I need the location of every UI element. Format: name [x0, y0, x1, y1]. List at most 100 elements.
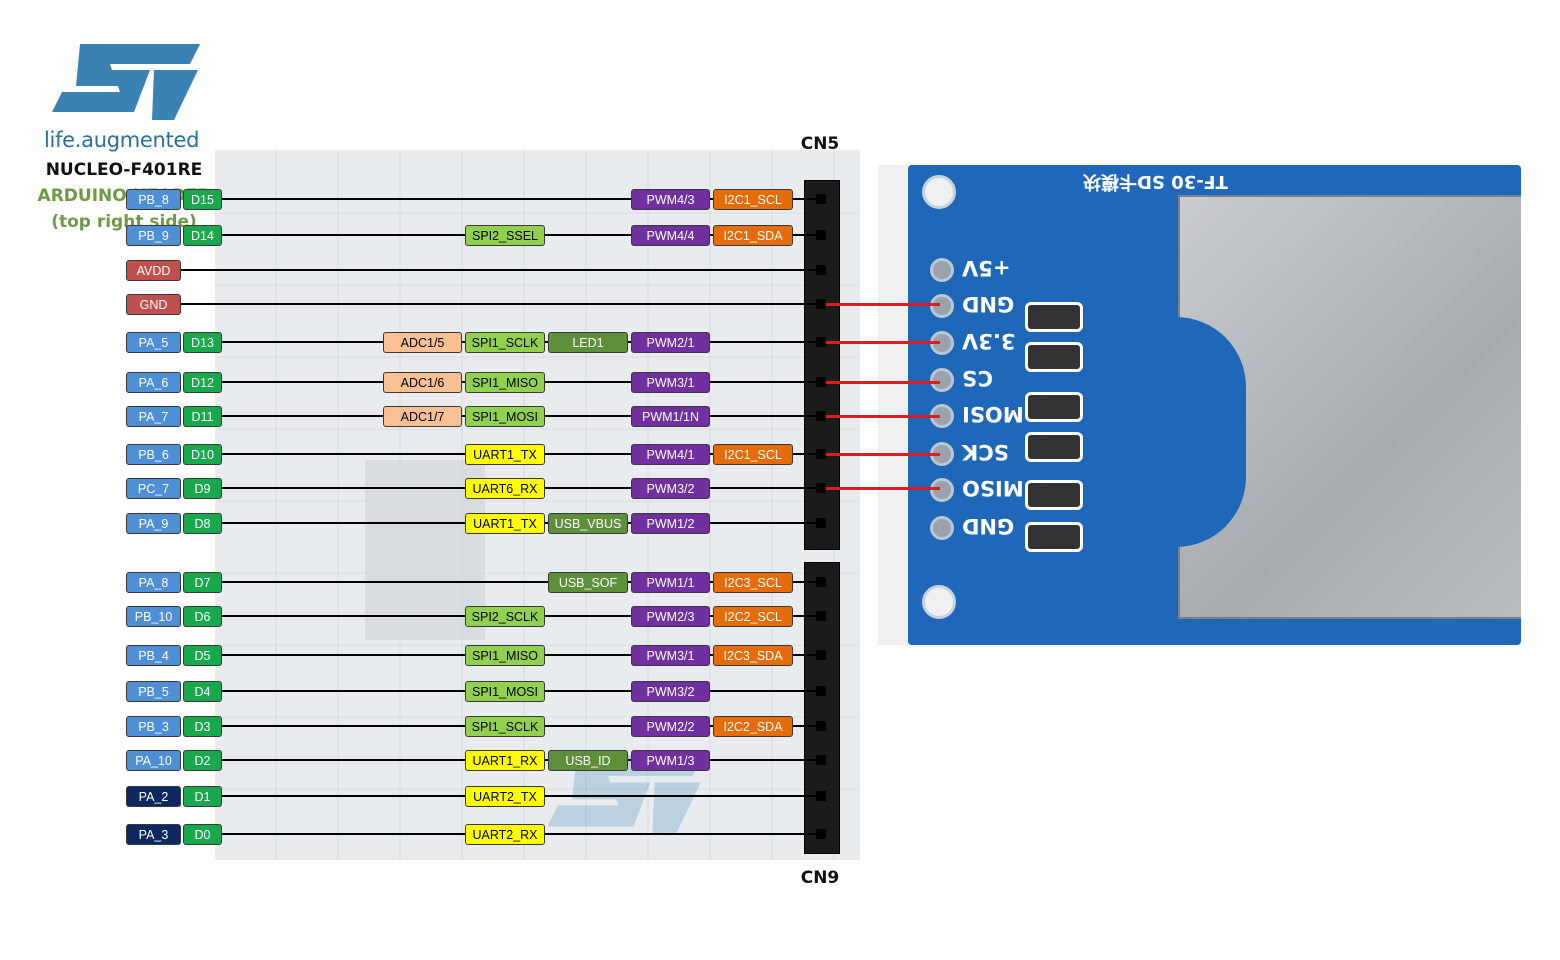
sd-connection-wire [822, 341, 940, 344]
port-label: PB_4 [126, 645, 181, 666]
header-pin [816, 791, 826, 801]
spi-label: SPI1_SCLK [465, 716, 545, 737]
sd-pin-label: CS [962, 366, 993, 390]
pwm-label: PWM1/3 [631, 750, 710, 771]
spi-label: SPI1_MOSI [465, 681, 545, 702]
sd-pin-label: MOSI [962, 402, 1024, 426]
power-label: AVDD [126, 260, 181, 281]
port-label: PA_7 [126, 406, 181, 427]
pwm-label: PWM3/1 [631, 645, 710, 666]
sd-pin-label: +5V [962, 256, 1011, 280]
header-pin [816, 518, 826, 528]
pwm-label: PWM2/2 [631, 716, 710, 737]
logo-tagline: life.augmented [44, 128, 200, 152]
connector-cn9-label: CN9 [800, 868, 840, 888]
board-title: NUCLEO-F401RE [45, 160, 203, 180]
mount-hole [922, 175, 956, 209]
uart-label: UART2_RX [465, 824, 545, 845]
pwm-label: PWM1/1N [631, 406, 710, 427]
uart-label: UART1_TX [465, 444, 545, 465]
extra-label: USB_ID [548, 750, 628, 771]
port-label: PA_6 [126, 372, 181, 393]
header-pin [816, 755, 826, 765]
sd-resistor [1025, 480, 1083, 510]
sd-connection-wire [822, 487, 940, 490]
arduino-label: D13 [183, 332, 222, 353]
pin-wire [181, 303, 822, 305]
port-label: PB_5 [126, 681, 181, 702]
sd-connection-wire [822, 381, 940, 384]
slot-cutout [1176, 317, 1246, 547]
pwm-label: PWM4/3 [631, 189, 710, 210]
sd-pin-label: 3.3V [962, 329, 1016, 353]
pin-wire [222, 198, 822, 200]
i2c-label: I2C1_SCL [713, 189, 793, 210]
spi-label: SPI1_MOSI [465, 406, 545, 427]
uart-label: UART1_RX [465, 750, 545, 771]
sd-module-photo: TF-30 SD卡模块 [878, 165, 1521, 645]
pwm-label: PWM4/4 [631, 225, 710, 246]
header-pin [816, 299, 826, 309]
sd-resistor [1025, 342, 1083, 372]
extra-label: LED1 [548, 332, 628, 353]
i2c-label: I2C2_SCL [713, 606, 793, 627]
port-label: PB_9 [126, 225, 181, 246]
extra-label: USB_VBUS [548, 513, 628, 534]
arduino-label: D2 [183, 750, 222, 771]
port-label: PB_6 [126, 444, 181, 465]
arduino-label: D10 [183, 444, 222, 465]
connector-cn5-label: CN5 [800, 134, 840, 154]
pwm-label: PWM3/2 [631, 681, 710, 702]
adc-label: ADC1/5 [383, 332, 462, 353]
sd-pin-pad [930, 516, 954, 540]
spi-label: SPI1_MISO [465, 372, 545, 393]
pwm-label: PWM3/1 [631, 372, 710, 393]
header-pin [816, 337, 826, 347]
header-pin [816, 829, 826, 839]
arduino-label: D4 [183, 681, 222, 702]
i2c-label: I2C3_SDA [713, 645, 793, 666]
pin-wire [181, 269, 822, 271]
sd-pin-pad [930, 294, 954, 318]
sd-resistor [1025, 302, 1083, 332]
sd-pin-pad [930, 331, 954, 355]
port-label: PA_5 [126, 332, 181, 353]
sd-pin-label: MISO [962, 476, 1024, 500]
uart-label: UART2_TX [465, 786, 545, 807]
header-pin [816, 449, 826, 459]
pwm-label: PWM2/3 [631, 606, 710, 627]
port-label: PC_7 [126, 478, 181, 499]
sd-module-silk-title: TF-30 SD卡模块 [1083, 171, 1228, 192]
port-label: PA_3 [126, 824, 181, 845]
header-pin [816, 483, 826, 493]
st-logo [52, 44, 200, 120]
arduino-label: D12 [183, 372, 222, 393]
port-label: PB_10 [126, 606, 181, 627]
pwm-label: PWM1/1 [631, 572, 710, 593]
sd-pin-label: GND [962, 292, 1015, 316]
arduino-label: D8 [183, 513, 222, 534]
arduino-label: D7 [183, 572, 222, 593]
header-pin [816, 230, 826, 240]
port-label: PA_9 [126, 513, 181, 534]
power-label: GND [126, 294, 181, 315]
adc-label: ADC1/6 [383, 372, 462, 393]
arduino-label: D3 [183, 716, 222, 737]
i2c-label: I2C1_SCL [713, 444, 793, 465]
arduino-label: D6 [183, 606, 222, 627]
pwm-label: PWM1/2 [631, 513, 710, 534]
spi-label: SPI1_SCLK [465, 332, 545, 353]
header-pin [816, 377, 826, 387]
port-label: PA_10 [126, 750, 181, 771]
port-label: PB_8 [126, 189, 181, 210]
sd-pin-label: GND [962, 514, 1015, 538]
sd-pin-pad [930, 368, 954, 392]
sd-resistor [1025, 522, 1083, 552]
pwm-label: PWM3/2 [631, 478, 710, 499]
header-pin [816, 194, 826, 204]
sd-resistor [1025, 432, 1083, 462]
arduino-label: D1 [183, 786, 222, 807]
arduino-label: D5 [183, 645, 222, 666]
port-label: PA_2 [126, 786, 181, 807]
